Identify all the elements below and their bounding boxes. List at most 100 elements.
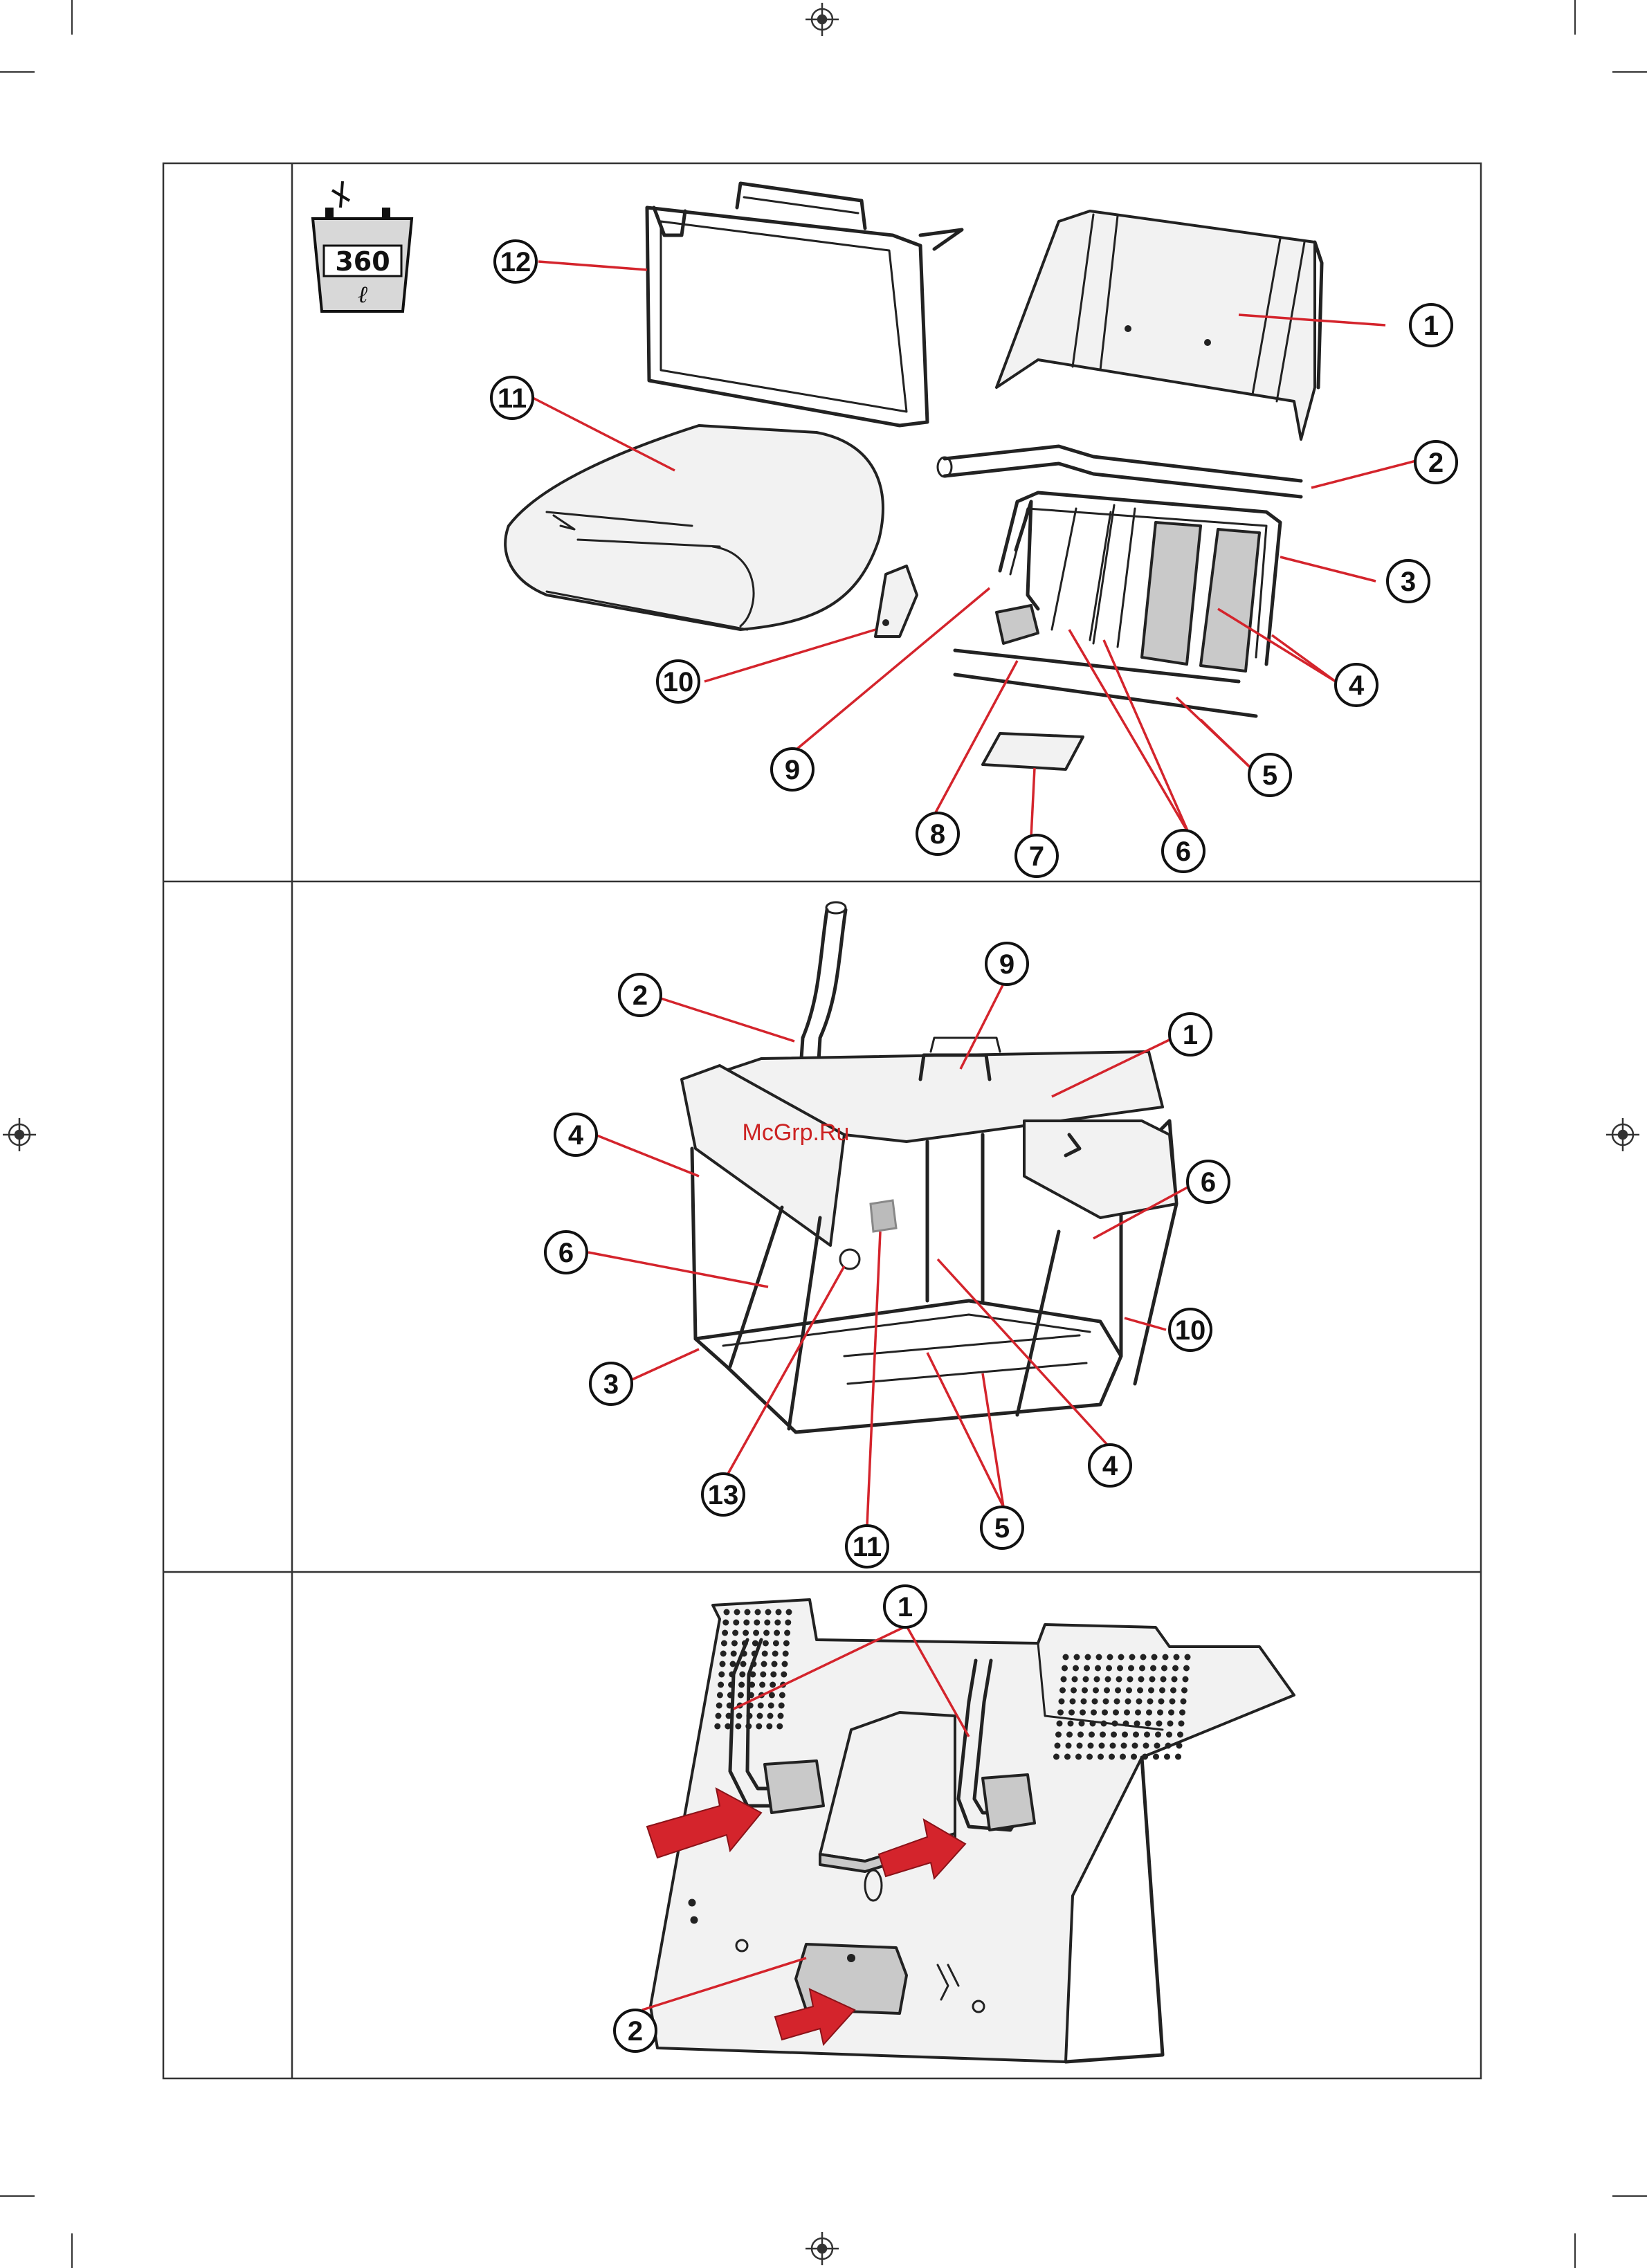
perforation-dot (1080, 1710, 1086, 1716)
perforation-dot (1075, 1754, 1082, 1760)
callout-number: 8 (930, 819, 945, 850)
perforation-dot (1098, 1754, 1104, 1760)
perforation-dot (770, 1672, 776, 1678)
perforation-dot (1150, 1665, 1156, 1672)
registration-mark-right (1606, 1118, 1639, 1151)
perforation-dot (765, 1609, 772, 1616)
perforation-dot (739, 1672, 745, 1678)
callout-number: 12 (500, 247, 531, 277)
perforation-dot (754, 1620, 760, 1626)
perforation-dot (763, 1630, 770, 1636)
perforation-dot (758, 1703, 764, 1709)
perforation-dot (1147, 1699, 1154, 1705)
callout-number: 4 (1102, 1451, 1118, 1481)
perforation-dot (1125, 1699, 1131, 1705)
perforation-dot (720, 1661, 726, 1667)
perforation-dot (1100, 1732, 1106, 1738)
perforation-dot (1063, 1654, 1069, 1661)
perforation-dot (722, 1630, 728, 1636)
callout-6: 6 (1188, 1161, 1229, 1202)
perforation-dot (1167, 1721, 1174, 1727)
callout-1: 1 (1170, 1014, 1211, 1055)
callout-number: 3 (603, 1369, 619, 1400)
callout-number: 10 (1175, 1315, 1206, 1346)
callout-3: 3 (590, 1363, 632, 1405)
perforation-dot (1111, 1732, 1117, 1738)
perforation-dot (1099, 1743, 1105, 1749)
perforation-dot (724, 1609, 730, 1616)
perforation-dot (1096, 1654, 1102, 1661)
perforation-dot (785, 1620, 791, 1626)
perforation-dot (782, 1661, 788, 1667)
callout-number: 3 (1401, 567, 1416, 597)
perforation-dot (772, 1661, 778, 1667)
callout-number: 11 (498, 383, 527, 414)
perforation-dot (761, 1661, 767, 1667)
perforation-dot (1120, 1754, 1126, 1760)
perforation-dot (1174, 1654, 1180, 1661)
perforation-dot (766, 1723, 772, 1730)
perforation-dot (1074, 1654, 1080, 1661)
part-handle-rod (938, 446, 1301, 497)
callout-7: 7 (1016, 835, 1057, 877)
perforation-dot (1102, 1710, 1108, 1716)
perforation-dot (774, 1630, 780, 1636)
perforation-dot (1121, 1743, 1127, 1749)
perforation-dot (1066, 1743, 1072, 1749)
perforation-dot (1081, 1699, 1087, 1705)
perforation-dot (720, 1651, 727, 1657)
callout-6: 6 (1163, 830, 1204, 872)
perforation-dot (1089, 1732, 1095, 1738)
part-grass-bag (505, 426, 883, 630)
callout-9: 9 (986, 943, 1028, 985)
perforation-dot (716, 1703, 722, 1709)
callout-10: 10 (1170, 1309, 1211, 1351)
perforation-dot (1156, 1721, 1163, 1727)
perforation-dot (1152, 1654, 1158, 1661)
perforation-dot (1071, 1688, 1077, 1694)
perforation-dot (1139, 1665, 1145, 1672)
perforation-dot (731, 1651, 737, 1657)
perforation-dot (1161, 1676, 1167, 1683)
perforation-dot (1062, 1665, 1068, 1672)
perforation-dot (760, 1672, 766, 1678)
perforation-dot (1142, 1754, 1148, 1760)
callout-2: 2 (619, 974, 661, 1016)
perforation-dot (1082, 1688, 1088, 1694)
perforation-dot (1183, 1665, 1190, 1672)
perforation-dot (1170, 1688, 1176, 1694)
perforation-dot (1154, 1743, 1161, 1749)
perforation-dot (1177, 1732, 1183, 1738)
perforation-dot (783, 1640, 790, 1647)
perforation-dot (1124, 1710, 1130, 1716)
callout-number: 2 (1428, 448, 1444, 478)
perforation-dot (1105, 1676, 1111, 1683)
callout-8: 8 (917, 813, 958, 854)
callout-11: 11 (846, 1526, 888, 1567)
callout-2: 2 (1415, 441, 1457, 483)
perforation-dot (1136, 1699, 1143, 1705)
perforation-dot (757, 1713, 763, 1719)
perforation-dot (1077, 1732, 1084, 1738)
capacity-value: 360 (335, 246, 390, 277)
perforation-dot (784, 1630, 790, 1636)
perforation-dot (763, 1640, 769, 1647)
perforation-dot (1055, 1732, 1062, 1738)
perforation-dot (753, 1630, 759, 1636)
perforation-dot (778, 1713, 784, 1719)
callout-6: 6 (545, 1232, 587, 1273)
callout-number: 5 (1262, 760, 1277, 791)
perforation-dot (1161, 1665, 1167, 1672)
perforation-dot (1091, 1710, 1097, 1716)
callout-number: 10 (663, 667, 694, 697)
watermark-text: McGrp.Ru (743, 1119, 850, 1146)
perforation-dot (731, 1640, 738, 1647)
perforation-dot (1070, 1699, 1076, 1705)
perforation-dot (1175, 1754, 1181, 1760)
callout-number: 6 (558, 1238, 574, 1268)
perforation-dot (1055, 1743, 1061, 1749)
perforation-dot (773, 1640, 779, 1647)
perforation-dot (1061, 1676, 1067, 1683)
perforation-dot (756, 1723, 762, 1730)
capacity-unit: ℓ (358, 281, 367, 309)
